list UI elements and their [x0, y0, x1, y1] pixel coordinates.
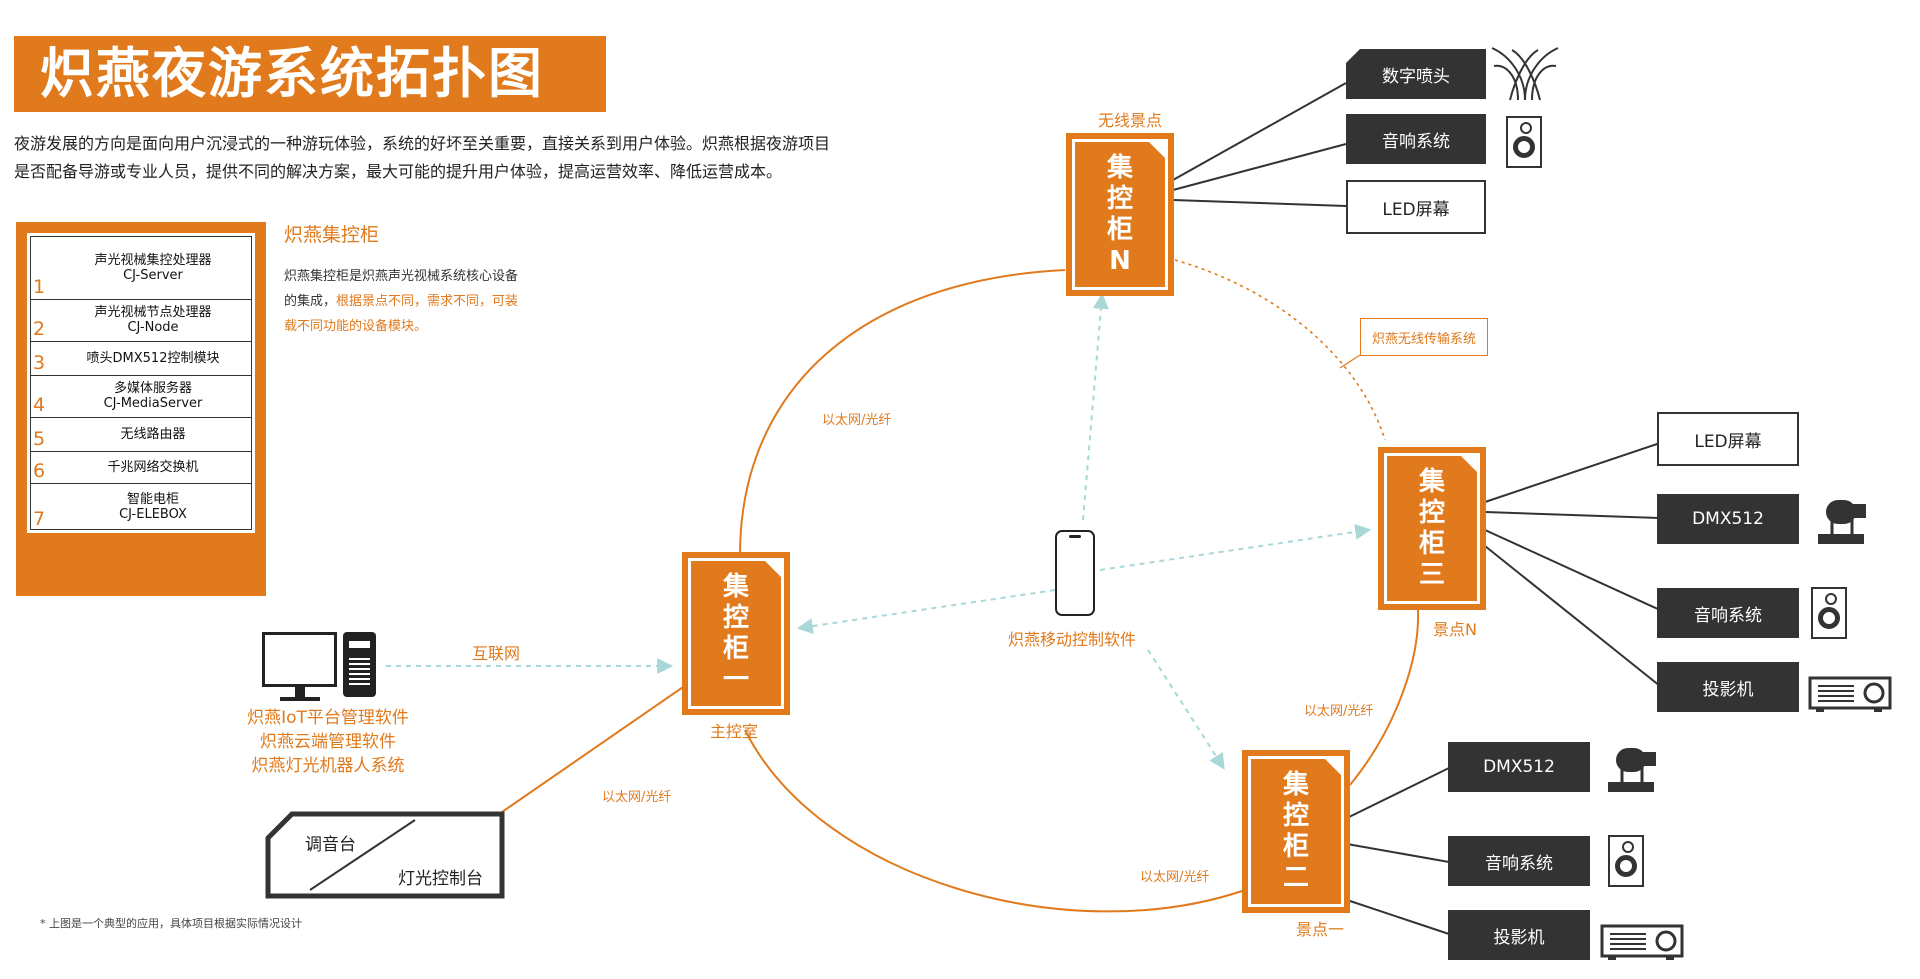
mobile-to-three: [1099, 523, 1372, 571]
intro-line-1: 夜游发展的方向是面向用户沉浸式的一种游玩体验，系统的好坏至关重要，直接关系到用户…: [14, 134, 831, 153]
device-projector: 投影机: [1448, 910, 1590, 960]
node-one-label: 主控室: [710, 722, 759, 741]
moving-head-light-icon: [1818, 500, 1866, 544]
item-model: CJ-Server: [123, 268, 183, 283]
link-label-ethernet: 以太网/光纤: [1304, 704, 1374, 719]
device-dmx512: DMX512: [1448, 742, 1590, 792]
device-dmx512: DMX512: [1657, 494, 1799, 544]
link-label-ethernet: 以太网/光纤: [822, 413, 892, 428]
cabinet-item: 5 无线路由器: [31, 417, 251, 452]
monitor-stand: [295, 687, 305, 697]
item-model: CJ-Node: [127, 320, 179, 335]
cabinet-desc-3: 载不同功能的设备模块。: [284, 319, 428, 334]
wireless-system-box: 炽燕无线传输系统: [1360, 318, 1488, 356]
device-led-screen: LED屏幕: [1657, 412, 1799, 466]
item-model: CJ-MediaServer: [103, 396, 203, 411]
speaker-icon: [1506, 116, 1542, 168]
item-model: CJ-ELEBOX: [119, 507, 187, 522]
console-audio-label: 调音台: [305, 835, 356, 855]
intro-line-2: 是否配备导游或专业人员，提供不同的解决方案，最大可能的提升用户体验，提高运营效率…: [14, 162, 783, 181]
item-name: 千兆网络交换机: [107, 459, 199, 475]
cabinet-node-two[interactable]: 集控柜二: [1242, 750, 1350, 913]
item-name: 多媒体服务器: [113, 381, 192, 396]
ring-arc-two-to-three: [1349, 609, 1420, 786]
link-label-internet: 互联网: [472, 644, 521, 663]
device-digital-fountain: 数字喷头: [1346, 49, 1486, 99]
device-audio-system: 音响系统: [1657, 588, 1799, 638]
item-name: 声光视械集控处理器: [94, 253, 212, 268]
software-list: 炽燕IoT平台管理软件 炽燕云端管理软件 炽燕灯光机器人系统: [218, 706, 438, 778]
ring-arc-one-to-two: [744, 729, 1246, 913]
moving-head-light-icon: [1608, 748, 1656, 792]
item-number: 7: [33, 508, 46, 530]
projector-icon: [1600, 924, 1684, 960]
device-projector: 投影机: [1657, 662, 1799, 712]
cabinet-item: 3 喷头DMX512控制模块: [31, 341, 251, 376]
cabinet-desc-2a: 的集成，: [284, 294, 337, 309]
software-item: 炽燕云端管理软件: [260, 732, 396, 752]
item-number: 5: [33, 428, 46, 450]
cabinet-node-three[interactable]: 集控柜三: [1378, 447, 1486, 610]
monitor-icon: [262, 632, 337, 687]
device-audio-system: 音响系统: [1346, 114, 1486, 164]
footnote: * 上图是一个典型的应用，具体项目根据实际情况设计: [40, 917, 302, 930]
speaker-icon: [1811, 587, 1847, 639]
mobile-to-two: [1147, 649, 1225, 770]
cabinet-desc-2: 的集成，根据景点不同，需求不同，可装: [284, 289, 518, 314]
ring-arc-one-to-n: [739, 269, 1066, 556]
software-item: 炽燕灯光机器人系统: [251, 756, 405, 776]
cabinet-item: 6 千兆网络交换机: [31, 451, 251, 484]
node-three-label: 景点N: [1433, 620, 1477, 639]
item-name: 声光视械节点处理器: [94, 305, 212, 320]
cabinet-desc-1: 炽燕集控柜是炽燕声光视械系统核心设备: [284, 269, 519, 284]
item-name: 智能电柜: [126, 492, 179, 507]
mobile-to-n: [1082, 292, 1109, 521]
mobile-to-one: [796, 589, 1056, 635]
mobile-label: 炽燕移动控制软件: [1008, 630, 1137, 649]
console-link: [501, 684, 687, 813]
software-item: 炽燕IoT平台管理软件: [247, 708, 409, 728]
link-label-ethernet: 以太网/光纤: [602, 790, 672, 805]
cabinet-desc-2b: 根据景点不同，需求不同，可装: [336, 294, 519, 309]
node-two-label: 景点一: [1296, 920, 1345, 939]
item-number: 3: [33, 352, 46, 374]
link-label-ethernet: 以太网/光纤: [1140, 870, 1210, 885]
server-tower-icon: [343, 632, 376, 697]
fountain-icon: [1491, 47, 1559, 101]
wireless-dotted-link: [1174, 259, 1386, 441]
page-title: 炽燕夜游系统拓扑图: [14, 36, 606, 112]
item-number: 6: [33, 460, 46, 482]
projector-icon: [1808, 676, 1892, 712]
item-name: 喷头DMX512控制模块: [86, 350, 220, 366]
monitor-base: [280, 697, 320, 701]
device-audio-system: 音响系统: [1448, 836, 1590, 886]
console-outline: [265, 811, 505, 899]
wireless-label-leader: [1339, 354, 1361, 369]
speaker-icon: [1608, 835, 1644, 887]
console-light-label: 灯光控制台: [398, 869, 483, 889]
node-n-label: 无线景点: [1098, 111, 1163, 130]
item-name: 无线路由器: [120, 426, 186, 442]
item-number: 4: [33, 394, 46, 416]
cabinet-title: 炽燕集控柜: [284, 224, 380, 246]
item-number: 1: [33, 276, 46, 298]
cabinet-node-one[interactable]: 集控柜一: [682, 552, 790, 715]
mobile-phone-icon: [1055, 530, 1095, 616]
item-number: 2: [33, 318, 46, 340]
console-divider: [309, 819, 416, 891]
device-led-screen: LED屏幕: [1346, 180, 1486, 234]
